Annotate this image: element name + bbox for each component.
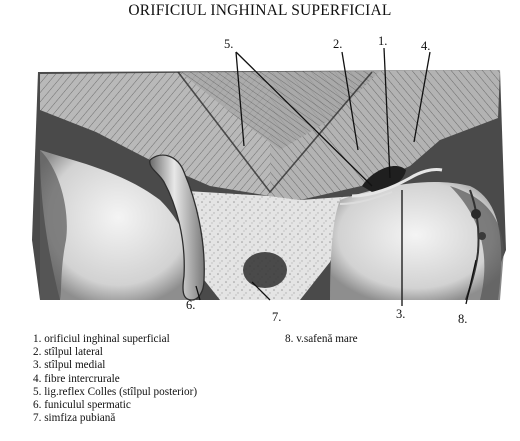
spermatic-cord: [149, 154, 205, 301]
legend-left: 1. orificiul inghinal superficial 2. stî…: [33, 333, 197, 425]
leader-6: [195, 285, 201, 301]
superficial-inguinal-ring: [362, 165, 406, 192]
right-thigh: [330, 181, 502, 300]
aponeurosis-left: [40, 72, 270, 196]
callout-3: 3.: [396, 307, 406, 321]
callout-8: 8.: [458, 312, 468, 326]
aponeurosis-line: [177, 71, 373, 194]
legend-item: 4. fibre intercrurale: [33, 372, 120, 385]
reflex-ligament-edge: [339, 191, 393, 205]
pubic-region: [170, 190, 356, 300]
medial-crus-edge: [351, 168, 443, 198]
leader-2: [341, 51, 359, 151]
leader-7: [251, 281, 271, 301]
leader-5a: [235, 51, 245, 147]
leader-5b: [235, 51, 373, 187]
callout-4: 4.: [421, 39, 431, 53]
legend-item: 6. funiculul spermatic: [33, 398, 131, 411]
leader-lines: [195, 47, 477, 306]
legend-item: 7. simfiza pubiană: [33, 412, 116, 425]
anatomical-illustration: [32, 47, 506, 306]
left-thigh-shadow: [40, 150, 67, 300]
callout-7: 7.: [272, 310, 282, 324]
left-thigh: [40, 150, 197, 300]
callout-6: 6.: [186, 298, 196, 312]
pubic-symphysis: [243, 252, 287, 288]
leader-1: [383, 47, 391, 179]
leader-4: [413, 51, 431, 143]
legend-item: 3. stîlpul medial: [33, 359, 106, 372]
legend-item: 5. lig.reflex Colles (stîlpul posterior): [33, 385, 198, 398]
callout-1: 1.: [378, 34, 388, 48]
legend-item: 1. orificiul inghinal superficial: [33, 333, 170, 345]
right-thigh-shadow: [450, 186, 504, 300]
vein-node: [471, 209, 481, 219]
legend-item: 8. v.safenă mare: [285, 333, 358, 345]
vein-node-2: [478, 232, 486, 240]
figure-title: ORIFICIUL INGHINAL SUPERFICIAL: [128, 2, 392, 19]
callout-5: 5.: [224, 37, 234, 51]
legend-item: 2. stîlpul lateral: [33, 346, 103, 359]
legend-right: 8. v.safenă mare: [285, 333, 358, 346]
aponeurosis-center: [180, 71, 380, 150]
leader-8: [465, 259, 477, 305]
callout-2: 2.: [333, 37, 343, 51]
